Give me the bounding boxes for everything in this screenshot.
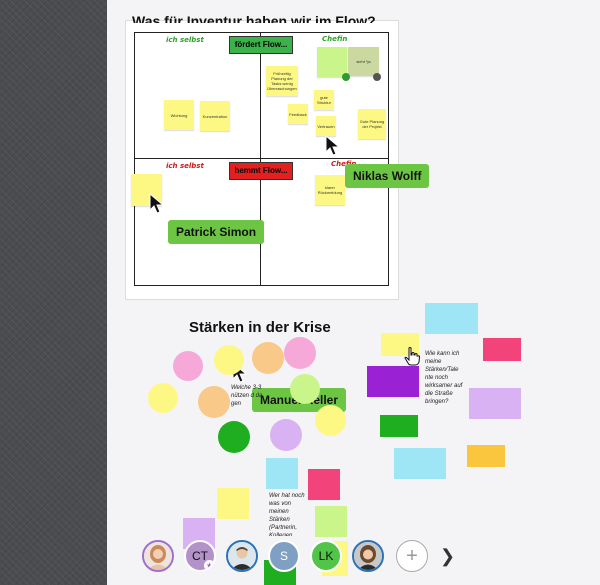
dot-sticker[interactable]: [290, 374, 320, 404]
sticky-note[interactable]: [425, 303, 478, 334]
dot-sticker[interactable]: [315, 405, 346, 436]
left-panel: [0, 0, 107, 585]
dot-sticker[interactable]: [173, 351, 203, 381]
dot-sticker[interactable]: [252, 342, 284, 374]
collaborator-avatar[interactable]: S: [268, 540, 300, 572]
quadrant-label-boss-top: Chefin: [322, 35, 348, 43]
sticky-note[interactable]: Frühzeitig Planung der Tasks wenig Überr…: [266, 66, 298, 96]
cursor-pointer-icon: [149, 193, 165, 214]
cursor-name-tag: Niklas Wolff: [345, 164, 430, 188]
star-icon: ★: [204, 560, 214, 570]
quadrant-label-self-bottom: ich selbst: [166, 162, 204, 170]
quadrant-label-self-top: ich selbst: [166, 36, 204, 44]
sticky-note[interactable]: Feedback: [288, 104, 308, 124]
dot-sticker[interactable]: [218, 421, 250, 453]
collaborator-avatar[interactable]: [352, 540, 384, 572]
sticky-note[interactable]: Gute Planung der Projekt: [358, 109, 386, 139]
sticky-note[interactable]: [367, 366, 419, 397]
sticky-note[interactable]: [317, 47, 347, 77]
question-text: Wer hat noch was von meinen Stärken (Par…: [269, 493, 305, 536]
cursor-name-tag: Patrick Simon: [168, 220, 265, 244]
collaborator-bar: CT ★ S LK + ❯: [142, 538, 458, 576]
sticky-note[interactable]: [394, 448, 446, 479]
quadrant-frame: [134, 32, 389, 286]
chevron-right-icon[interactable]: ❯: [440, 546, 456, 566]
dot-sticker[interactable]: [214, 345, 244, 375]
sticky-note[interactable]: klarer Rückmeldung: [315, 175, 345, 205]
hand-pointer-icon: [404, 347, 421, 366]
quadrant-label-boss-bottom: Chefin: [331, 160, 357, 168]
sticky-note[interactable]: Vertrauen: [316, 116, 336, 136]
user-photo-icon: [354, 542, 382, 570]
sticky-note[interactable]: [467, 445, 505, 467]
avatar-initials: CT: [192, 549, 208, 563]
reaction-icon[interactable]: [373, 73, 381, 81]
sticky-note[interactable]: [266, 458, 298, 489]
avatar-initials: LK: [318, 549, 334, 563]
section-title: Stärken in der Krise: [189, 319, 331, 336]
sticky-note[interactable]: [380, 415, 418, 437]
sticky-note[interactable]: gute Struktur: [314, 90, 334, 110]
plus-icon: +: [406, 544, 418, 567]
sticky-note[interactable]: Konzentration: [200, 101, 230, 131]
cursor-pointer-icon: [325, 135, 341, 156]
board-title: Was für Inventur haben wir im Flow?: [132, 13, 376, 23]
banner-hemmt-flow: hemmt Flow...: [229, 162, 293, 180]
collaborator-avatar[interactable]: CT ★: [184, 540, 216, 572]
user-photo-icon: [144, 542, 172, 570]
banner-foerdert-flow: fördert Flow...: [229, 36, 293, 54]
sticky-note[interactable]: [217, 488, 249, 519]
dot-sticker[interactable]: [270, 419, 302, 451]
collaborator-avatar[interactable]: [226, 540, 258, 572]
reaction-icon[interactable]: [342, 73, 350, 81]
collaborator-avatar[interactable]: LK: [310, 540, 342, 572]
dot-sticker[interactable]: [198, 386, 230, 418]
quadrant-divider-horizontal: [135, 158, 389, 159]
question-text: Welche 3-3 nützen d da gen: [231, 385, 263, 407]
quadrant-divider-vertical: [260, 32, 261, 286]
question-text: Wie kann ich meine Stärken/Tale nte noch…: [425, 351, 463, 405]
add-collaborator-button[interactable]: +: [396, 540, 428, 572]
sticky-note[interactable]: [483, 338, 521, 361]
dot-sticker[interactable]: [148, 383, 178, 413]
sticky-note[interactable]: [308, 469, 340, 500]
sticky-note[interactable]: [315, 506, 347, 537]
sticky-note[interactable]: sieht *ja: [348, 47, 379, 76]
dot-sticker[interactable]: [284, 337, 316, 369]
collaborator-avatar[interactable]: [142, 540, 174, 572]
user-photo-icon: [228, 542, 256, 570]
sticky-note[interactable]: Wichtung: [164, 100, 194, 130]
avatar-initials: S: [279, 549, 288, 563]
sticky-note[interactable]: [469, 388, 521, 419]
